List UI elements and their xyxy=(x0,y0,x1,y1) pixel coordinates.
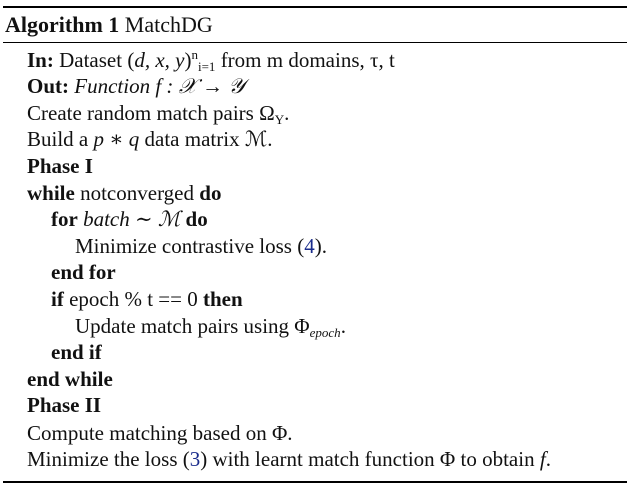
in-math: d, x, y xyxy=(134,48,185,72)
if-condition: epoch % t == 0 xyxy=(63,287,203,311)
create-pairs-line: Create random match pairs ΩY. xyxy=(27,100,289,126)
minimize-loss-line: Minimize the loss (3) with learnt match … xyxy=(27,446,551,472)
in-keyword: In: xyxy=(27,48,54,72)
while-line: while notconverged do xyxy=(27,180,221,206)
if-keyword: if xyxy=(51,287,64,311)
input-line: In: Dataset (d, x, y)ni=1 from m domains… xyxy=(27,47,395,73)
in-text: Dataset ( xyxy=(59,48,135,72)
create-text: Create random match pairs Ω xyxy=(27,101,275,125)
do-keyword: do xyxy=(199,181,222,205)
minimize-text-end: ). xyxy=(314,234,327,258)
algorithm-label: Algorithm 1 xyxy=(5,12,120,37)
in-domains-text: from m domains, τ, t xyxy=(220,48,395,72)
build-matrix-line: Build a p ∗ q data matrix ℳ. xyxy=(27,126,273,152)
final-text-end: . xyxy=(545,447,551,471)
top-rule xyxy=(3,6,627,8)
update-pairs-line: Update match pairs using Φepoch. xyxy=(75,313,346,339)
end-while-keyword: end while xyxy=(27,367,113,391)
in-superscript: n xyxy=(191,47,198,62)
end-for-line: end for xyxy=(51,259,116,285)
update-text: Update match pairs using Φ xyxy=(75,314,310,338)
end-if-keyword: end if xyxy=(51,340,102,364)
phase-2-label: Phase II xyxy=(27,393,102,417)
build-math: p ∗ q xyxy=(93,127,140,151)
create-end: . xyxy=(284,101,290,125)
final-text: Minimize the loss ( xyxy=(27,447,190,471)
minimize-text: Minimize contrastive loss ( xyxy=(75,234,305,258)
algorithm-header: Algorithm 1 MatchDG xyxy=(5,9,213,41)
for-keyword: for xyxy=(51,207,78,231)
equation-ref-4[interactable]: 4 xyxy=(304,234,315,258)
final-text-mid: ) with learnt match function Φ to obtain xyxy=(200,447,540,471)
compute-text: Compute matching based on Φ. xyxy=(27,421,293,445)
then-keyword: then xyxy=(202,287,243,311)
phase-1-heading: Phase I xyxy=(27,153,93,179)
end-if-line: end if xyxy=(51,339,102,365)
out-keyword: Out: xyxy=(27,74,69,98)
build-text-end: data matrix ℳ. xyxy=(139,127,273,151)
in-close-paren: ) xyxy=(184,48,192,72)
while-keyword: while xyxy=(27,181,75,205)
out-text: Function f : 𝒳 → 𝒴 xyxy=(74,74,245,98)
header-rule xyxy=(3,42,627,43)
build-text: Build a xyxy=(27,127,94,151)
for-line: for batch ∼ ℳ do xyxy=(51,206,208,232)
algorithm-name: MatchDG xyxy=(124,12,213,37)
output-line: Out: Function f : 𝒳 → 𝒴 xyxy=(27,73,245,99)
equation-ref-3[interactable]: 3 xyxy=(189,447,201,471)
if-line: if epoch % t == 0 then xyxy=(51,286,243,312)
for-do-keyword: do xyxy=(185,207,208,231)
phase-2-heading: Phase II xyxy=(27,392,101,418)
end-for-keyword: end for xyxy=(51,260,116,284)
update-text-end: . xyxy=(340,314,346,338)
phase-1-label: Phase I xyxy=(27,154,93,178)
bottom-rule xyxy=(3,481,627,483)
for-math: batch ∼ ℳ xyxy=(77,207,186,231)
compute-matching-line: Compute matching based on Φ. xyxy=(27,420,293,446)
final-function: f xyxy=(539,447,546,471)
end-while-line: end while xyxy=(27,366,113,392)
update-subscript: epoch xyxy=(309,325,341,340)
minimize-contrastive-line: Minimize contrastive loss (4). xyxy=(75,233,327,259)
in-subscript: i=1 xyxy=(197,59,216,74)
while-condition: notconverged xyxy=(74,181,200,205)
create-subscript: Y xyxy=(274,112,285,127)
